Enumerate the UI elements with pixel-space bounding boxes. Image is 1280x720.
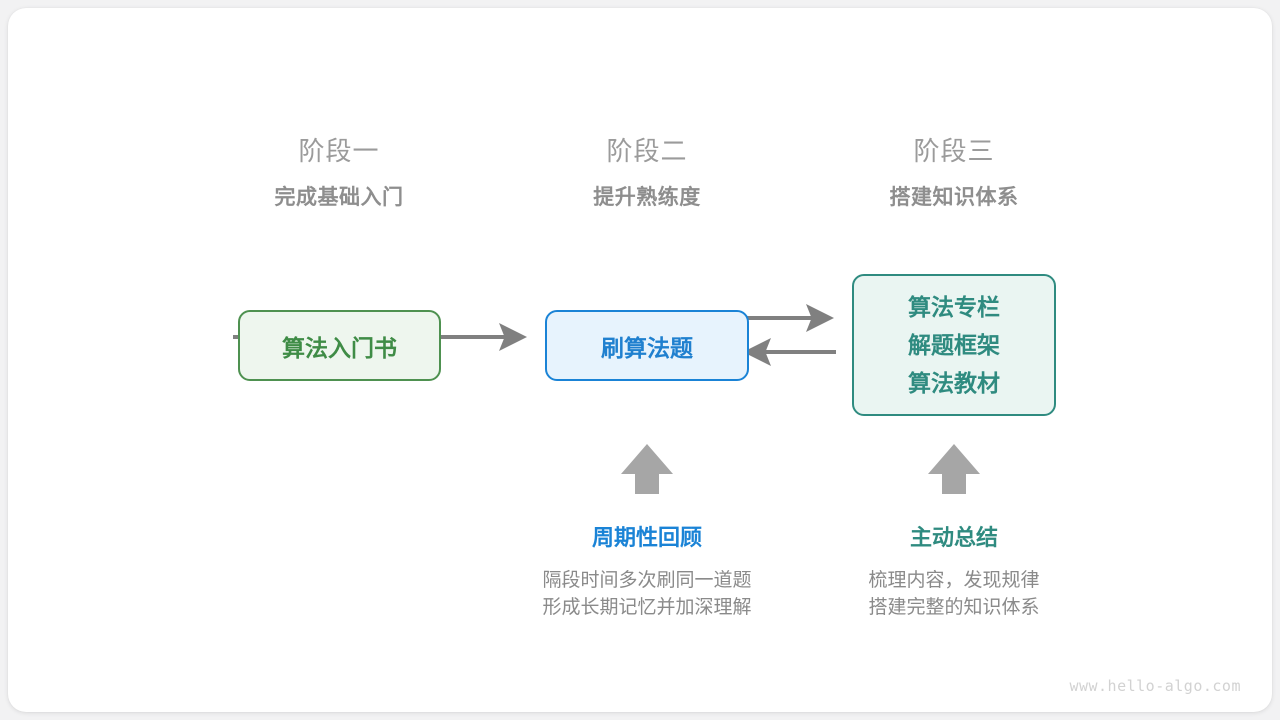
diagram-card: 阶段一 完成基础入门 阶段二 提升熟练度 阶段三 搭建知识体系 算法入门书 刷算… (8, 8, 1272, 712)
note-periodic-review: 周期性回顾 隔段时间多次刷同一道题 形成长期记忆并加深理解 (487, 438, 807, 621)
stage-title: 阶段二 (606, 136, 688, 166)
note-description-line: 形成长期记忆并加深理解 (542, 597, 752, 618)
up-arrow-icon (928, 444, 980, 494)
node-label-line: 解题框架 (908, 332, 1000, 358)
stage-subtitle: 提升熟练度 (593, 186, 701, 209)
note-title: 周期性回顾 (591, 525, 702, 550)
node-label: 刷算法题 (601, 334, 693, 361)
note-description-line: 搭建完整的知识体系 (868, 597, 1040, 618)
node-label-line: 算法专栏 (908, 294, 1000, 320)
site-watermark: www.hello-algo.com (1069, 677, 1241, 695)
note-active-summary: 主动总结 梳理内容，发现规律 搭建完整的知识体系 (794, 438, 1114, 621)
stage-header-2: 阶段二 提升熟练度 (497, 136, 797, 211)
up-arrow-icon (621, 444, 673, 494)
stage-title: 阶段一 (298, 136, 380, 166)
note-description: 梳理内容，发现规律 搭建完整的知识体系 (794, 567, 1114, 621)
stage-subtitle: 完成基础入门 (274, 186, 404, 209)
note-description-line: 梳理内容，发现规律 (868, 570, 1040, 591)
stage-subtitle: 搭建知识体系 (889, 186, 1019, 209)
stage-header-1: 阶段一 完成基础入门 (189, 136, 489, 211)
node-knowledge-system[interactable]: 算法专栏 解题框架 算法教材 (852, 274, 1056, 416)
node-practice-problems[interactable]: 刷算法题 (545, 310, 749, 381)
node-label-line: 算法教材 (908, 370, 1000, 396)
note-title: 主动总结 (909, 525, 998, 550)
note-description-line: 隔段时间多次刷同一道题 (542, 570, 752, 591)
node-label: 算法入门书 (282, 334, 397, 361)
stage-title: 阶段三 (913, 136, 995, 166)
node-algorithm-intro-book[interactable]: 算法入门书 (238, 310, 441, 381)
stage-header-3: 阶段三 搭建知识体系 (804, 136, 1104, 211)
note-description: 隔段时间多次刷同一道题 形成长期记忆并加深理解 (487, 567, 807, 621)
